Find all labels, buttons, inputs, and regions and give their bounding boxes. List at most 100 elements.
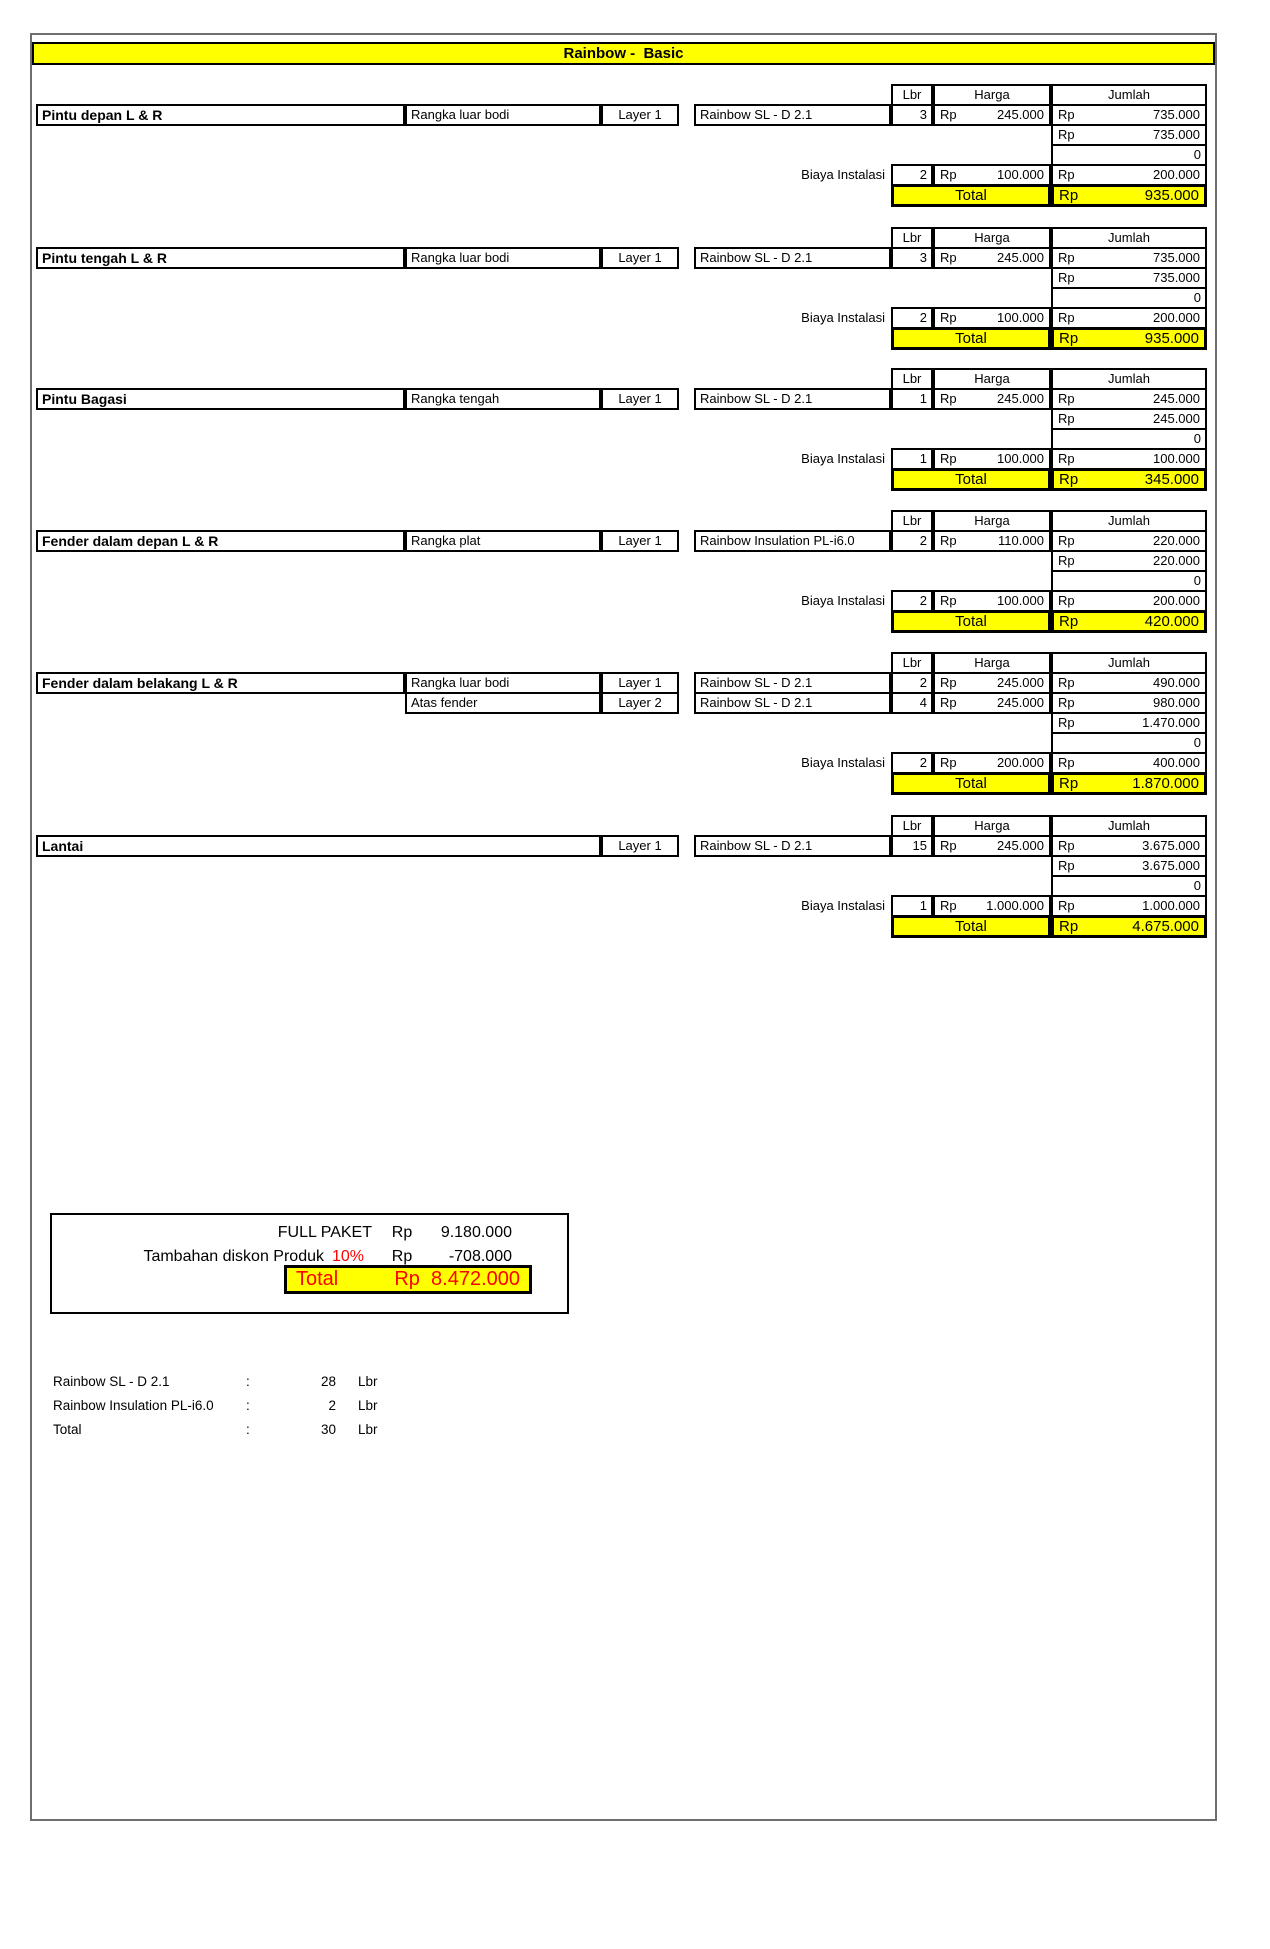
section-name: Fender dalam depan L & R (36, 530, 405, 552)
jumlah-cell: Rp 220.000 (1051, 530, 1207, 552)
rp-label: Rp (940, 391, 957, 406)
layer-desc: Atas fender (405, 692, 601, 714)
col-header-jumlah: Jumlah (1051, 652, 1207, 674)
col-header-harga: Harga (933, 227, 1051, 249)
total-label: Total (891, 915, 1051, 938)
total-amount-cell: Rp 935.000 (1051, 184, 1207, 207)
amount: 220.000 (1153, 533, 1200, 548)
rp-label: Rp (1058, 451, 1075, 466)
biaya-lbr-value: 2 (891, 752, 933, 774)
amount: 245.000 (997, 695, 1044, 710)
biaya-lbr-value: 2 (891, 590, 933, 612)
amount: 245.000 (997, 250, 1044, 265)
amount: 1.870.000 (1132, 775, 1199, 792)
lbr-value: 2 (891, 672, 933, 694)
usage-row: Rainbow SL - D 2.1 : 28 Lbr (53, 1369, 378, 1393)
rp-label: Rp (1058, 898, 1075, 913)
amount: 245.000 (1153, 411, 1200, 426)
col-header-jumlah: Jumlah (1051, 227, 1207, 249)
rp-label: Rp (940, 451, 957, 466)
amount: 935.000 (1144, 187, 1199, 204)
product-name: Rainbow SL - D 2.1 (694, 672, 891, 694)
colon: : (246, 1421, 250, 1437)
rp-label: Rp (1058, 858, 1075, 873)
layer-desc: Rangka plat (405, 530, 601, 552)
usage-name: Rainbow Insulation PL-i6.0 (53, 1397, 214, 1413)
amount: 200.000 (1153, 593, 1200, 608)
rp-label: Rp (1058, 593, 1075, 608)
rp-label: Rp (391, 1248, 413, 1265)
col-header-jumlah: Jumlah (1051, 510, 1207, 532)
amount: 245.000 (1153, 391, 1200, 406)
grand-total-value: Rp 8.472.000 (394, 1268, 520, 1291)
rp-label: Rp (940, 107, 957, 122)
total-amount-cell: Rp 935.000 (1051, 327, 1207, 350)
diskon-label: Tambahan diskon Produk (143, 1248, 324, 1265)
rp-label: Rp (1058, 675, 1075, 690)
lbr-value: 3 (891, 247, 933, 269)
lbr-value: 2 (891, 530, 933, 552)
rp-label: Rp (1059, 187, 1079, 204)
amount: 220.000 (1153, 553, 1200, 568)
rp-label: Rp (940, 593, 957, 608)
usage-name: Rainbow SL - D 2.1 (53, 1373, 170, 1389)
rp-label: Rp (940, 250, 957, 265)
full-paket-value: 9.180.000 (440, 1224, 512, 1241)
amount: 935.000 (1144, 330, 1199, 347)
harga-cell: Rp 110.000 (933, 530, 1051, 552)
layer-label: Layer 2 (601, 692, 679, 714)
diskon-percentage: 10% (331, 1248, 365, 1265)
rp-label: Rp (1058, 250, 1075, 265)
biaya-instalasi-label: Biaya Instalasi (801, 451, 885, 466)
usage-qty: 2 (328, 1397, 336, 1413)
rp-label: Rp (1058, 270, 1075, 285)
zero-cell: 0 (1051, 428, 1207, 450)
col-header-lbr: Lbr (891, 510, 933, 532)
total-label: Total (891, 184, 1051, 207)
rp-label: Rp (1059, 330, 1079, 347)
biaya-instalasi-label: Biaya Instalasi (801, 167, 885, 182)
amount: 490.000 (1153, 675, 1200, 690)
layer-label: Layer 1 (601, 247, 679, 269)
material-usage-list: Rainbow SL - D 2.1 : 28 Lbr Rainbow Insu… (53, 1369, 378, 1441)
rp-label: Rp (1058, 533, 1075, 548)
biaya-instalasi-label: Biaya Instalasi (801, 755, 885, 770)
col-header-lbr: Lbr (891, 84, 933, 106)
rp-label: Rp (940, 533, 957, 548)
biaya-instalasi-label: Biaya Instalasi (801, 310, 885, 325)
zero-cell: 0 (1051, 570, 1207, 592)
layer-desc: Rangka luar bodi (405, 247, 601, 269)
col-header-jumlah: Jumlah (1051, 84, 1207, 106)
usage-qty: 30 (320, 1421, 336, 1437)
zero-cell: 0 (1051, 875, 1207, 897)
amount: 110.000 (997, 533, 1044, 548)
amount: 200.000 (1153, 167, 1200, 182)
total-label: Total (891, 772, 1051, 795)
rp-label: Rp (394, 1268, 420, 1290)
layer-label: Layer 1 (601, 388, 679, 410)
rp-label: Rp (1058, 167, 1075, 182)
amount: 3.675.000 (1142, 858, 1200, 873)
diskon-row: Tambahan diskon Produk 10% Rp -708.000 (52, 1245, 567, 1269)
amount: 245.000 (997, 675, 1044, 690)
biaya-lbr-value: 2 (891, 307, 933, 329)
amount: 980.000 (1153, 695, 1200, 710)
amount: 100.000 (997, 451, 1044, 466)
amount: 420.000 (1144, 613, 1199, 630)
layer-label: Layer 1 (601, 530, 679, 552)
rp-label: Rp (1058, 838, 1075, 853)
layer-label: Layer 1 (601, 104, 679, 126)
lbr-value: 15 (891, 835, 933, 857)
product-name: Rainbow SL - D 2.1 (694, 692, 891, 714)
